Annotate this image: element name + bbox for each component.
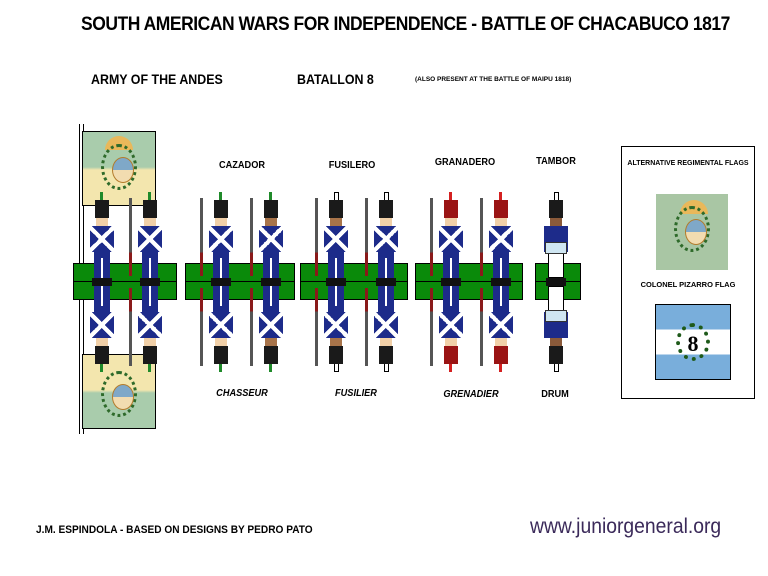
soldier-fusilier	[365, 192, 401, 282]
soldier-fusilier	[315, 192, 351, 282]
soldier-grenadier	[430, 192, 466, 282]
soldier-chasseur	[200, 192, 236, 282]
label-drum: DRUM	[541, 389, 569, 400]
wreath-emblem-icon	[101, 144, 137, 190]
page-title: SOUTH AMERICAN WARS FOR INDEPENDENCE - B…	[81, 14, 730, 35]
website-link[interactable]: www.juniorgeneral.org	[530, 515, 722, 538]
laurel-wreath-icon	[676, 323, 710, 361]
soldier-standard-bearer-reflected	[87, 282, 117, 372]
unit-label: BATALLON 8	[297, 72, 374, 87]
regimental-flag-top	[82, 131, 156, 206]
colonel-pizarro-flag	[656, 194, 728, 270]
credit-text: J.M. ESPINDOLA - BASED ON DESIGNS BY PED…	[36, 524, 313, 536]
army-label: ARMY OF THE ANDES	[91, 72, 223, 87]
wreath-emblem-icon	[674, 206, 710, 252]
drum-icon	[545, 242, 567, 254]
label-grenadier: GRENADIER	[443, 389, 499, 400]
soldier-fusilier-reflected	[365, 282, 401, 372]
soldier-chasseur-reflected	[250, 282, 286, 372]
alternative-flags-heading: ALTERNATIVE REGIMENTAL FLAGS	[627, 160, 749, 167]
soldier-grenadier	[480, 192, 516, 282]
label-tambor: TAMBOR	[536, 156, 576, 167]
label-fusilero: FUSILERO	[328, 160, 376, 171]
soldier-grenadier-reflected	[430, 282, 466, 372]
label-chasseur: CHASSEUR	[216, 388, 268, 399]
unit-note: (ALSO PRESENT AT THE BATTLE OF MAIPU 181…	[415, 76, 572, 83]
wreath-emblem-icon	[101, 371, 137, 417]
soldier-chasseur	[250, 192, 286, 282]
colonel-pizarro-caption: COLONEL PIZARRO FLAG	[640, 280, 736, 289]
label-fusilier: FUSILIER	[335, 388, 377, 399]
soldier-chasseur-reflected	[200, 282, 236, 372]
drum-icon	[545, 310, 567, 322]
label-granadero: GRANADERO	[434, 157, 496, 168]
battalion-8-flag: 8	[655, 304, 731, 380]
soldier-grenadier-reflected	[480, 282, 516, 372]
soldier-standard-bearer	[87, 192, 117, 282]
soldier-colour-guard	[129, 192, 165, 282]
label-cazador: CAZADOR	[219, 160, 265, 171]
soldier-fusilier-reflected	[315, 282, 351, 372]
soldier-drummer	[541, 192, 571, 282]
soldier-colour-guard-reflected	[129, 282, 165, 372]
soldier-drummer-reflected	[541, 282, 571, 372]
alternative-flags-panel	[621, 146, 755, 399]
battalion-number: 8	[687, 331, 699, 356]
regimental-flag-bottom	[82, 354, 156, 429]
